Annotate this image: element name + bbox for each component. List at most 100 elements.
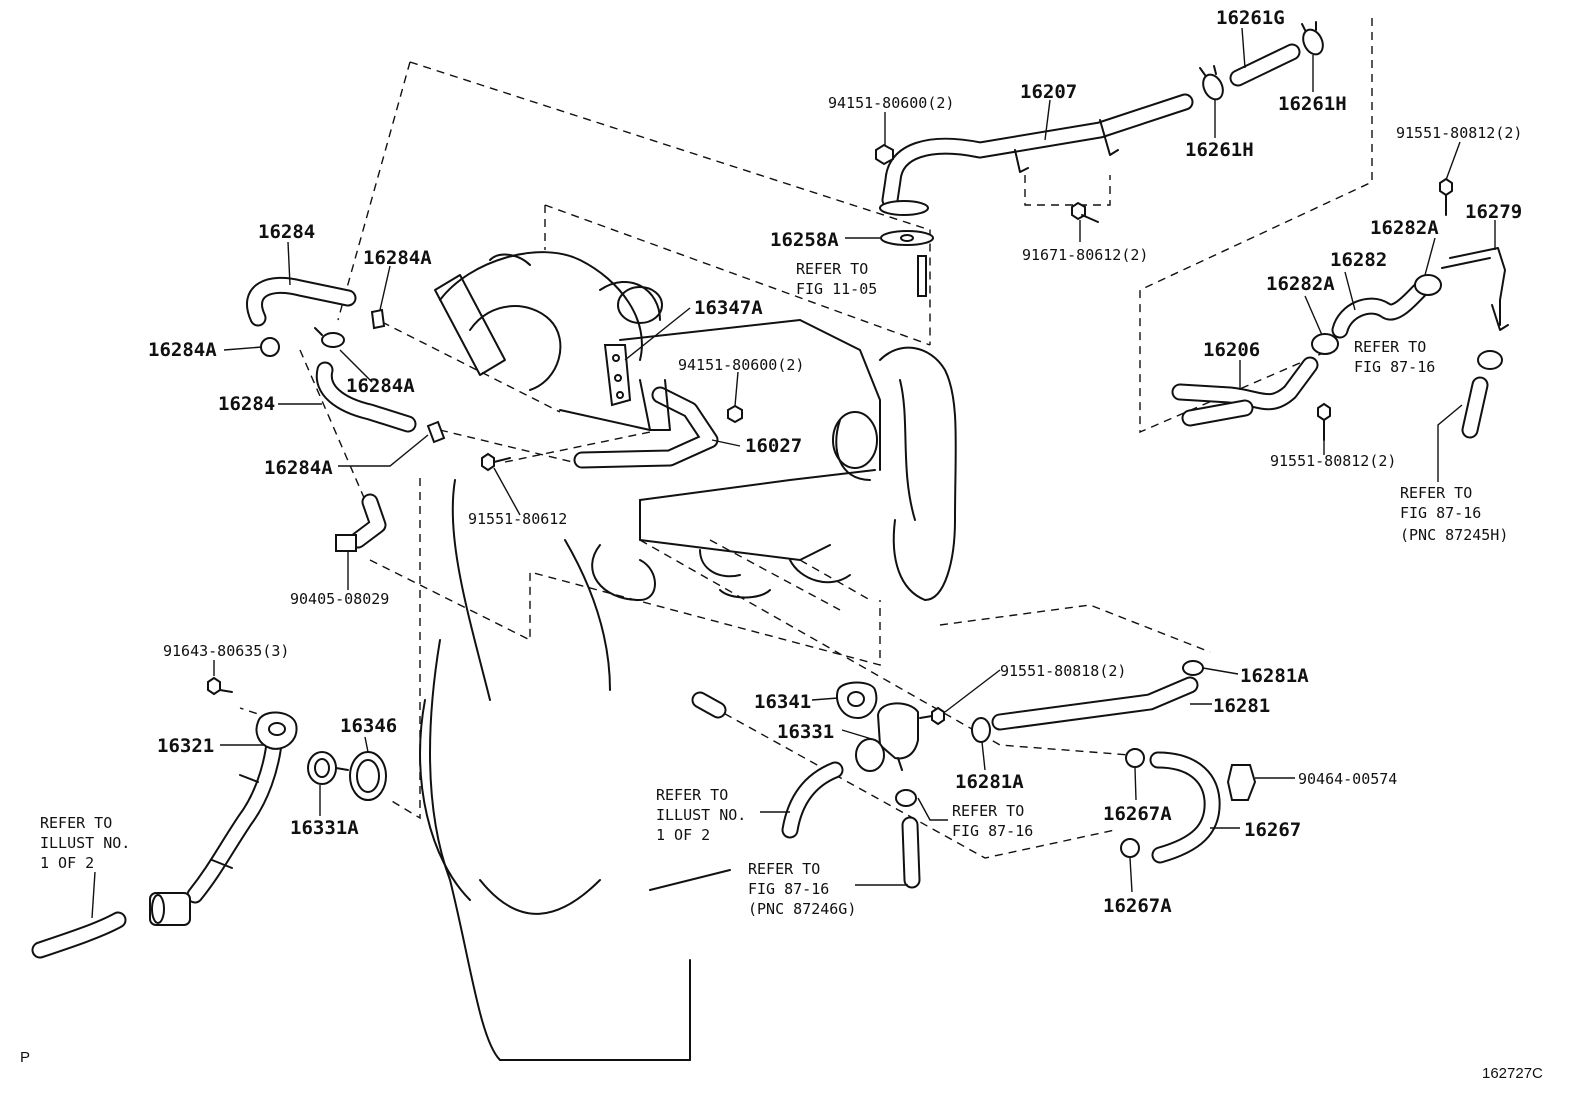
- clamp-16282A-top: [1414, 274, 1442, 296]
- gasket-16341: [836, 681, 878, 720]
- ref-fig-87-16-pnc-87245h: REFER TO FIG 87-16 (PNC 87245H): [1400, 484, 1508, 544]
- label-16027: 16027: [745, 435, 802, 457]
- label-16267: 16267: [1244, 819, 1301, 841]
- pipe-16206: [1171, 356, 1319, 427]
- label-16321: 16321: [157, 735, 214, 757]
- clamp-right-87-16: [1477, 350, 1503, 370]
- label-16206: 16206: [1203, 339, 1260, 361]
- label-16282A-top: 16282A: [1370, 217, 1439, 239]
- hose-16281: [991, 676, 1199, 731]
- housing-16331: [855, 702, 919, 772]
- bolt-91551-80812-top: [1439, 177, 1453, 216]
- label-16284A-2: 16284A: [148, 339, 217, 361]
- label-90405: 90405-08029: [290, 590, 389, 608]
- fitting-90405: [335, 493, 387, 552]
- clip-90464: [1226, 764, 1257, 801]
- label-16282: 16282: [1330, 249, 1387, 271]
- clamp-16267A-bottom: [1120, 838, 1140, 858]
- hose-16284-top: [246, 276, 357, 327]
- clamp-16284A-4: [426, 420, 446, 444]
- label-16284A-3: 16284A: [346, 375, 415, 397]
- label-91551-80812-bottom: 91551-80812(2): [1270, 452, 1396, 470]
- engine-block: [419, 251, 957, 1061]
- reference-notes: REFER TO FIG 11-05 REFER TO FIG 87-16 RE…: [40, 260, 1508, 918]
- hose-16261G: [1229, 43, 1301, 87]
- hose-right-87-16: [1461, 376, 1489, 439]
- label-16267A-top: 16267A: [1103, 803, 1172, 825]
- label-16279: 16279: [1465, 201, 1522, 223]
- hose-lower-87-16: [895, 789, 921, 889]
- thermostat-16331A: [307, 751, 349, 785]
- label-16284A-1: 16284A: [363, 247, 432, 269]
- label-16258A: 16258A: [770, 229, 839, 251]
- label-16331A: 16331A: [290, 817, 359, 839]
- bolt-91671: [1071, 201, 1099, 223]
- hose-left-illust: [31, 911, 127, 959]
- label-16282A-mid: 16282A: [1266, 273, 1335, 295]
- gasket-16346: [349, 751, 387, 801]
- label-16284A-4: 16284A: [264, 457, 333, 479]
- label-94151-mid: 94151-80600(2): [678, 356, 804, 374]
- label-91551-80612: 91551-80612: [468, 510, 567, 528]
- ref-fig-87-16-a: REFER TO FIG 87-16: [1354, 338, 1435, 376]
- ref-fig-87-16-pnc-87246g: REFER TO FIG 87-16 (PNC 87246G): [748, 860, 856, 918]
- label-16281: 16281: [1213, 695, 1270, 717]
- bolt-91551-80818: [919, 706, 945, 726]
- leader-lines: [91, 27, 1496, 919]
- stud-bolt: [917, 255, 927, 297]
- hose-16284-mid: [315, 361, 417, 433]
- hose-mid-illust: [781, 761, 844, 839]
- label-91643: 91643-80635(3): [163, 642, 289, 660]
- gasket-16347A: [603, 344, 632, 407]
- clamp-16261H-b: [1301, 21, 1324, 56]
- label-16341: 16341: [754, 691, 811, 713]
- pipe-stub: [691, 691, 727, 719]
- clamp-16281A-top: [1182, 660, 1204, 676]
- figure-code: 162727C: [1482, 1065, 1543, 1082]
- pipe-16027: [559, 379, 719, 469]
- label-94151-top: 94151-80600(2): [828, 94, 954, 112]
- label-16261G: 16261G: [1216, 7, 1285, 29]
- label-91551-80818: 91551-80818(2): [1000, 662, 1126, 680]
- clamp-16282A-mid: [1311, 333, 1339, 355]
- label-16261H-a: 16261H: [1185, 139, 1254, 161]
- label-90464: 90464-00574: [1298, 770, 1397, 788]
- ref-illust-mid: REFER TO ILLUST NO. 1 OF 2: [656, 786, 755, 844]
- label-91671: 91671-80612(2): [1022, 246, 1148, 264]
- ref-fig-87-16-c: REFER TO FIG 87-16: [952, 802, 1033, 840]
- nut-94151-mid: [727, 404, 743, 424]
- clamp-16261H-a: [1199, 65, 1224, 101]
- label-16207: 16207: [1020, 81, 1077, 103]
- ref-illust-left: REFER TO ILLUST NO. 1 OF 2: [40, 814, 139, 872]
- gasket-16258A: [880, 230, 934, 246]
- pipe-16207: [879, 93, 1194, 216]
- label-16281A-top: 16281A: [1240, 665, 1309, 687]
- bolt-91643: [207, 676, 233, 696]
- label-16261H-b: 16261H: [1278, 93, 1347, 115]
- dashed-reference-lines: [239, 18, 1373, 859]
- nut-94151-top: [875, 143, 894, 166]
- label-16284-top: 16284: [258, 221, 315, 243]
- outlet-16321: [149, 711, 298, 926]
- clamp-16267A-top: [1125, 748, 1145, 768]
- part-number-labels: 16261G 16207 94151-80600(2) 16261H 16261…: [148, 7, 1522, 917]
- bolt-91551-80612: [481, 452, 511, 472]
- bolt-91551-80812-bottom: [1317, 402, 1331, 441]
- clamp-16284A-3: [314, 327, 345, 348]
- label-16281A-bottom: 16281A: [955, 771, 1024, 793]
- label-16346: 16346: [340, 715, 397, 737]
- clamp-16284A-2: [260, 337, 280, 357]
- hose-16282: [1331, 281, 1429, 339]
- label-16267A-bottom: 16267A: [1103, 895, 1172, 917]
- clamp-16284A-1: [370, 308, 386, 330]
- label-16331: 16331: [777, 721, 834, 743]
- ref-fig-11-05: REFER TO FIG 11-05: [796, 260, 877, 298]
- corner-mark-left: P: [20, 1049, 30, 1066]
- label-91551-80812-top: 91551-80812(2): [1396, 124, 1522, 142]
- bracket-16279: [1441, 247, 1509, 331]
- label-16347A: 16347A: [694, 297, 763, 319]
- clamp-16281A-bottom: [971, 717, 991, 743]
- label-16284-mid: 16284: [218, 393, 275, 415]
- hose-16267: [1149, 751, 1221, 864]
